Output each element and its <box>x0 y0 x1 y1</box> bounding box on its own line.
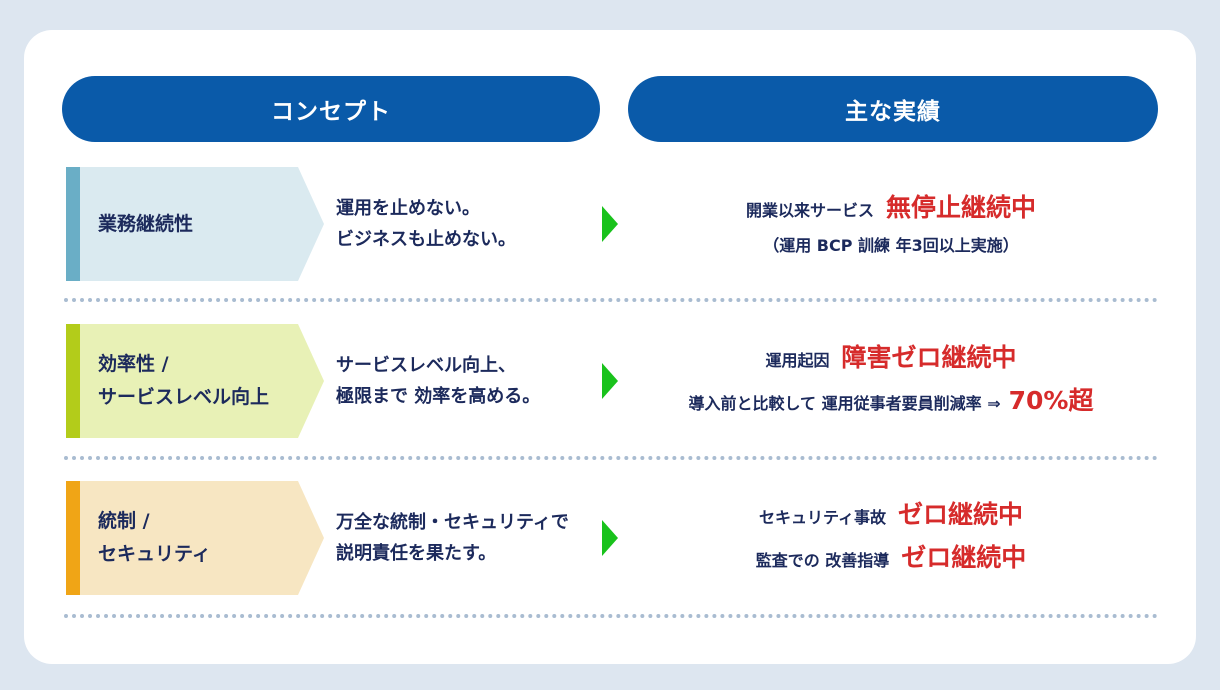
concept-header: コンセプト <box>62 76 600 142</box>
result-prefix: 開業以来サービス <box>745 200 874 220</box>
main-card: コンセプト 主な実績 業務継続性 運用を止めない。 ビジネスも止めない。 開業以… <box>24 30 1196 664</box>
category-label-line: サービスレベル向上 <box>98 386 270 408</box>
concept-line: 万全な統制・セキュリティで <box>336 512 569 533</box>
result-highlight: 障害ゼロ継続中 <box>841 343 1017 372</box>
results-header: 主な実績 <box>628 76 1158 142</box>
category-label-line: 統制 / <box>98 510 150 532</box>
result-line: セキュリティ事故 ゼロ継続中 <box>759 495 1023 538</box>
result-highlight: ゼロ継続中 <box>898 500 1024 529</box>
arrow-right-icon <box>602 520 618 556</box>
concept-line: ビジネスも止めない。 <box>336 229 516 250</box>
results-header-label: 主な実績 <box>845 99 941 125</box>
dotted-divider <box>64 456 1158 460</box>
result-highlight: 70%超 <box>1008 386 1094 415</box>
result-prefix: セキュリティ事故 <box>758 508 887 527</box>
row-efficiency: 効率性 / サービスレベル向上 サービスレベル向上、 極限まで 効率を高める。 … <box>24 324 1196 440</box>
category-label: 統制 / セキュリティ <box>66 481 324 595</box>
category-label-line: 業務継続性 <box>98 212 194 235</box>
label-pentagon <box>66 481 324 595</box>
result-highlight: 無停止継続中 <box>886 192 1037 222</box>
concept-line: 説明責任を果たす。 <box>336 543 497 564</box>
label-pentagon <box>66 324 324 438</box>
row-business-continuity: 業務継続性 運用を止めない。 ビジネスも止めない。 開業以来サービス 無停止継続… <box>24 167 1196 283</box>
result-block: 開業以来サービス 無停止継続中 （運用 BCP 訓練 年3回以上実施） <box>624 167 1158 281</box>
concept-line: 極限まで 効率を高める。 <box>336 386 541 407</box>
arrow-right-icon <box>602 363 618 399</box>
concept-line: サービスレベル向上、 <box>336 355 516 376</box>
result-line: 導入前と比較して 運用従事者要員削減率 ⇒ 70%超 <box>689 381 1094 424</box>
concept-text: 運用を止めない。 ビジネスも止めない。 <box>336 167 596 281</box>
dotted-divider <box>64 614 1158 618</box>
category-label: 効率性 / サービスレベル向上 <box>66 324 324 438</box>
result-prefix: 導入前と比較して 運用従事者要員削減率 ⇒ <box>688 394 1001 413</box>
row-governance-security: 統制 / セキュリティ 万全な統制・セキュリティで 説明責任を果たす。 セキュリ… <box>24 481 1196 597</box>
result-prefix: 運用起因 <box>765 351 830 370</box>
concept-text: サービスレベル向上、 極限まで 効率を高める。 <box>336 324 596 438</box>
arrow-right-icon <box>602 206 618 242</box>
result-highlight: ゼロ継続中 <box>901 543 1027 572</box>
result-block: 運用起因 障害ゼロ継続中 導入前と比較して 運用従事者要員削減率 ⇒ 70%超 <box>624 324 1158 438</box>
category-label: 業務継続性 <box>66 167 324 281</box>
result-line: 監査での 改善指導 ゼロ継続中 <box>756 538 1027 581</box>
category-label-line: セキュリティ <box>98 543 211 565</box>
concept-header-label: コンセプト <box>271 99 391 125</box>
result-prefix: 監査での 改善指導 <box>755 551 890 570</box>
result-line: 開業以来サービス 無停止継続中 <box>746 188 1036 231</box>
result-block: セキュリティ事故 ゼロ継続中 監査での 改善指導 ゼロ継続中 <box>624 481 1158 595</box>
result-line: 運用起因 障害ゼロ継続中 <box>765 338 1016 381</box>
result-note: （運用 BCP 訓練 年3回以上実施） <box>763 235 1019 255</box>
category-label-line: 効率性 / <box>98 353 169 375</box>
dotted-divider <box>64 298 1158 302</box>
concept-text: 万全な統制・セキュリティで 説明責任を果たす。 <box>336 481 596 595</box>
concept-line: 運用を止めない。 <box>336 198 480 219</box>
label-pentagon <box>66 167 324 281</box>
